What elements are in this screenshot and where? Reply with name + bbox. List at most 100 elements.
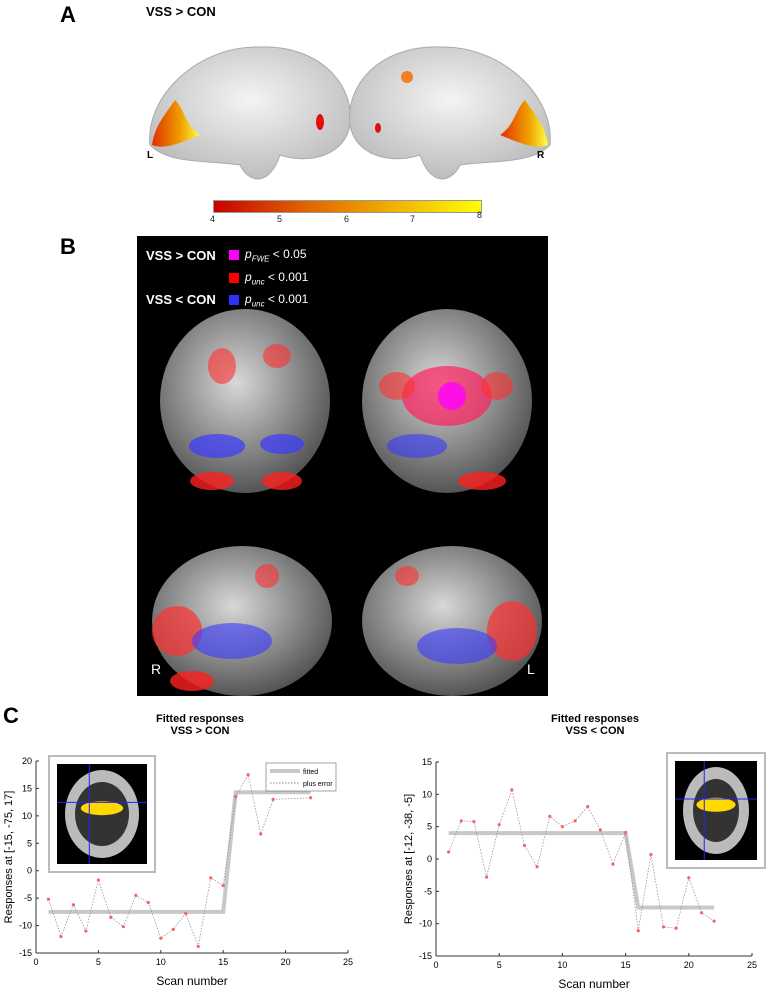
fitted-line [448,831,715,910]
data-point [674,926,678,930]
y-tick-label: -10 [419,919,432,929]
data-point [548,814,552,818]
activation-blob [316,114,324,130]
y-tick-label: 5 [427,822,432,832]
y-tick-label: -10 [19,921,32,931]
p-sub: unc [251,299,265,309]
data-point [171,927,175,932]
inset-cluster [80,801,124,816]
data-point [109,915,113,919]
data-point [447,850,451,854]
y-tick-label: 15 [422,757,432,767]
activation-blob [500,100,548,147]
y-tick-label: -5 [24,893,32,903]
data-point [522,843,527,848]
render-panel: VSS > CON pFWE < 0.05 punc < 0.001 VSS <… [137,236,548,696]
data-point [687,876,691,880]
left-hemisphere [149,46,351,180]
data-point [184,911,188,916]
data-point [96,878,100,882]
data-point [636,929,640,933]
data-point [259,832,263,836]
legend-error-label: plus error [303,781,333,788]
legend-item-unc-red: punc < 0.001 [229,270,308,286]
p-sub: unc [251,277,265,287]
side-label-l: L [527,661,535,677]
x-axis-label: Scan number [558,977,629,991]
data-point [234,795,238,799]
data-point [196,944,200,949]
data-point [134,893,138,897]
x-tick-label: 20 [281,957,291,967]
colorbar-tick: 4 [210,214,216,224]
data-point [159,936,163,940]
brain-posterior-right [362,309,532,493]
y-tick-label: -15 [419,951,432,961]
data-point [246,773,250,777]
y-tick-label: 20 [22,756,32,766]
x-tick-label: 15 [621,960,631,970]
legend-fitted-label: fitted [303,769,318,776]
data-point [459,819,463,823]
data-point [484,875,489,879]
y-tick-label: 0 [427,854,432,864]
x-tick-label: 10 [557,960,567,970]
p-symbol: p [245,292,252,306]
p-symbol: p [245,247,252,261]
threshold: < 0.001 [264,292,309,306]
x-tick-label: 15 [218,957,228,967]
data-point [221,883,225,888]
brain-posterior-left [160,309,330,493]
data-point [535,865,539,869]
legend-item-fwe: pFWE < 0.05 [229,247,307,263]
panel-a-title: VSS > CON [146,4,216,19]
y-tick-label: 10 [22,811,32,821]
x-tick-label: 10 [156,957,166,967]
x-tick-label: 0 [433,960,438,970]
x-tick-label: 5 [96,957,101,967]
swatch-red [229,272,239,283]
data-point [649,852,653,857]
side-label-r: R [151,661,162,677]
data-point [146,900,150,905]
y-tick-label: 10 [422,789,432,799]
colorbar [213,200,482,213]
panel-b-label: B [60,234,76,259]
plus-error-line [448,788,715,931]
data-point [573,819,577,823]
data-point [71,903,76,907]
data-point [712,919,716,923]
data-point [510,788,514,792]
activation-blob [401,71,413,83]
x-tick-label: 25 [747,960,757,970]
x-tick-label: 25 [343,957,353,967]
threshold: < 0.001 [264,270,309,284]
brain-renders [152,309,542,696]
panel-a-label: A [60,2,76,27]
data-point [121,925,125,929]
data-point [209,876,213,880]
swatch-magenta [229,249,239,260]
brain-lateral-left [362,546,542,696]
y-tick-label: 5 [27,838,32,848]
x-tick-label: 5 [497,960,502,970]
chart1-subtitle: VSS > CON [170,725,230,737]
chart1-title-line: Fitted responses [155,713,245,725]
medial-surfaces [149,46,551,180]
data-point [497,823,501,827]
p-sub: FWE [251,254,270,264]
legend-group-1: VSS > CON [146,248,216,263]
y-tick-label: 0 [27,866,32,876]
data-point [59,934,63,939]
legend-box [265,762,337,792]
data-point [586,805,590,809]
x-tick-label: 20 [684,960,694,970]
legend-group-2: VSS < CON [146,292,216,307]
data-point [611,862,615,866]
data-point [84,929,88,933]
threshold: < 0.05 [269,247,307,261]
